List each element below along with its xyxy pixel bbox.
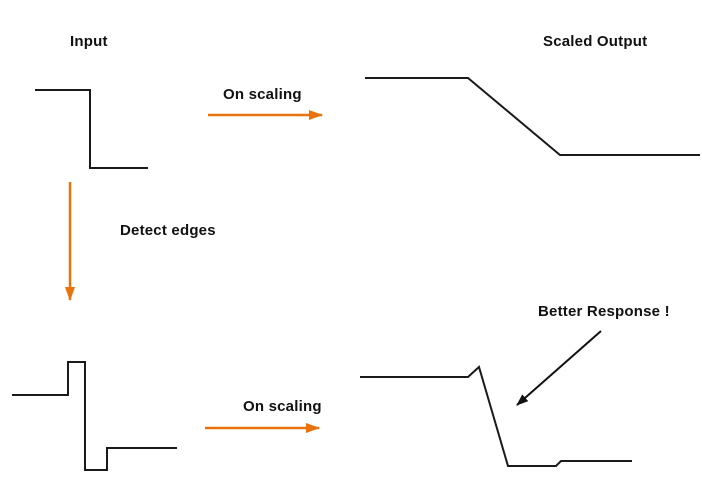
better-response-label: Better Response ! xyxy=(538,303,670,320)
input-label: Input xyxy=(70,33,108,50)
detect-edges-label: Detect edges xyxy=(120,222,216,239)
on-scaling-top-label: On scaling xyxy=(223,86,302,103)
scaled-output-label: Scaled Output xyxy=(543,33,648,50)
edge-detected-waveform xyxy=(12,361,177,471)
input-step-waveform xyxy=(35,89,148,169)
better-response-arrow xyxy=(516,330,602,406)
on-scaling-bottom-label: On scaling xyxy=(243,398,322,415)
scaled-edge-output-waveform xyxy=(360,365,632,467)
scaled-output-waveform xyxy=(365,77,700,156)
